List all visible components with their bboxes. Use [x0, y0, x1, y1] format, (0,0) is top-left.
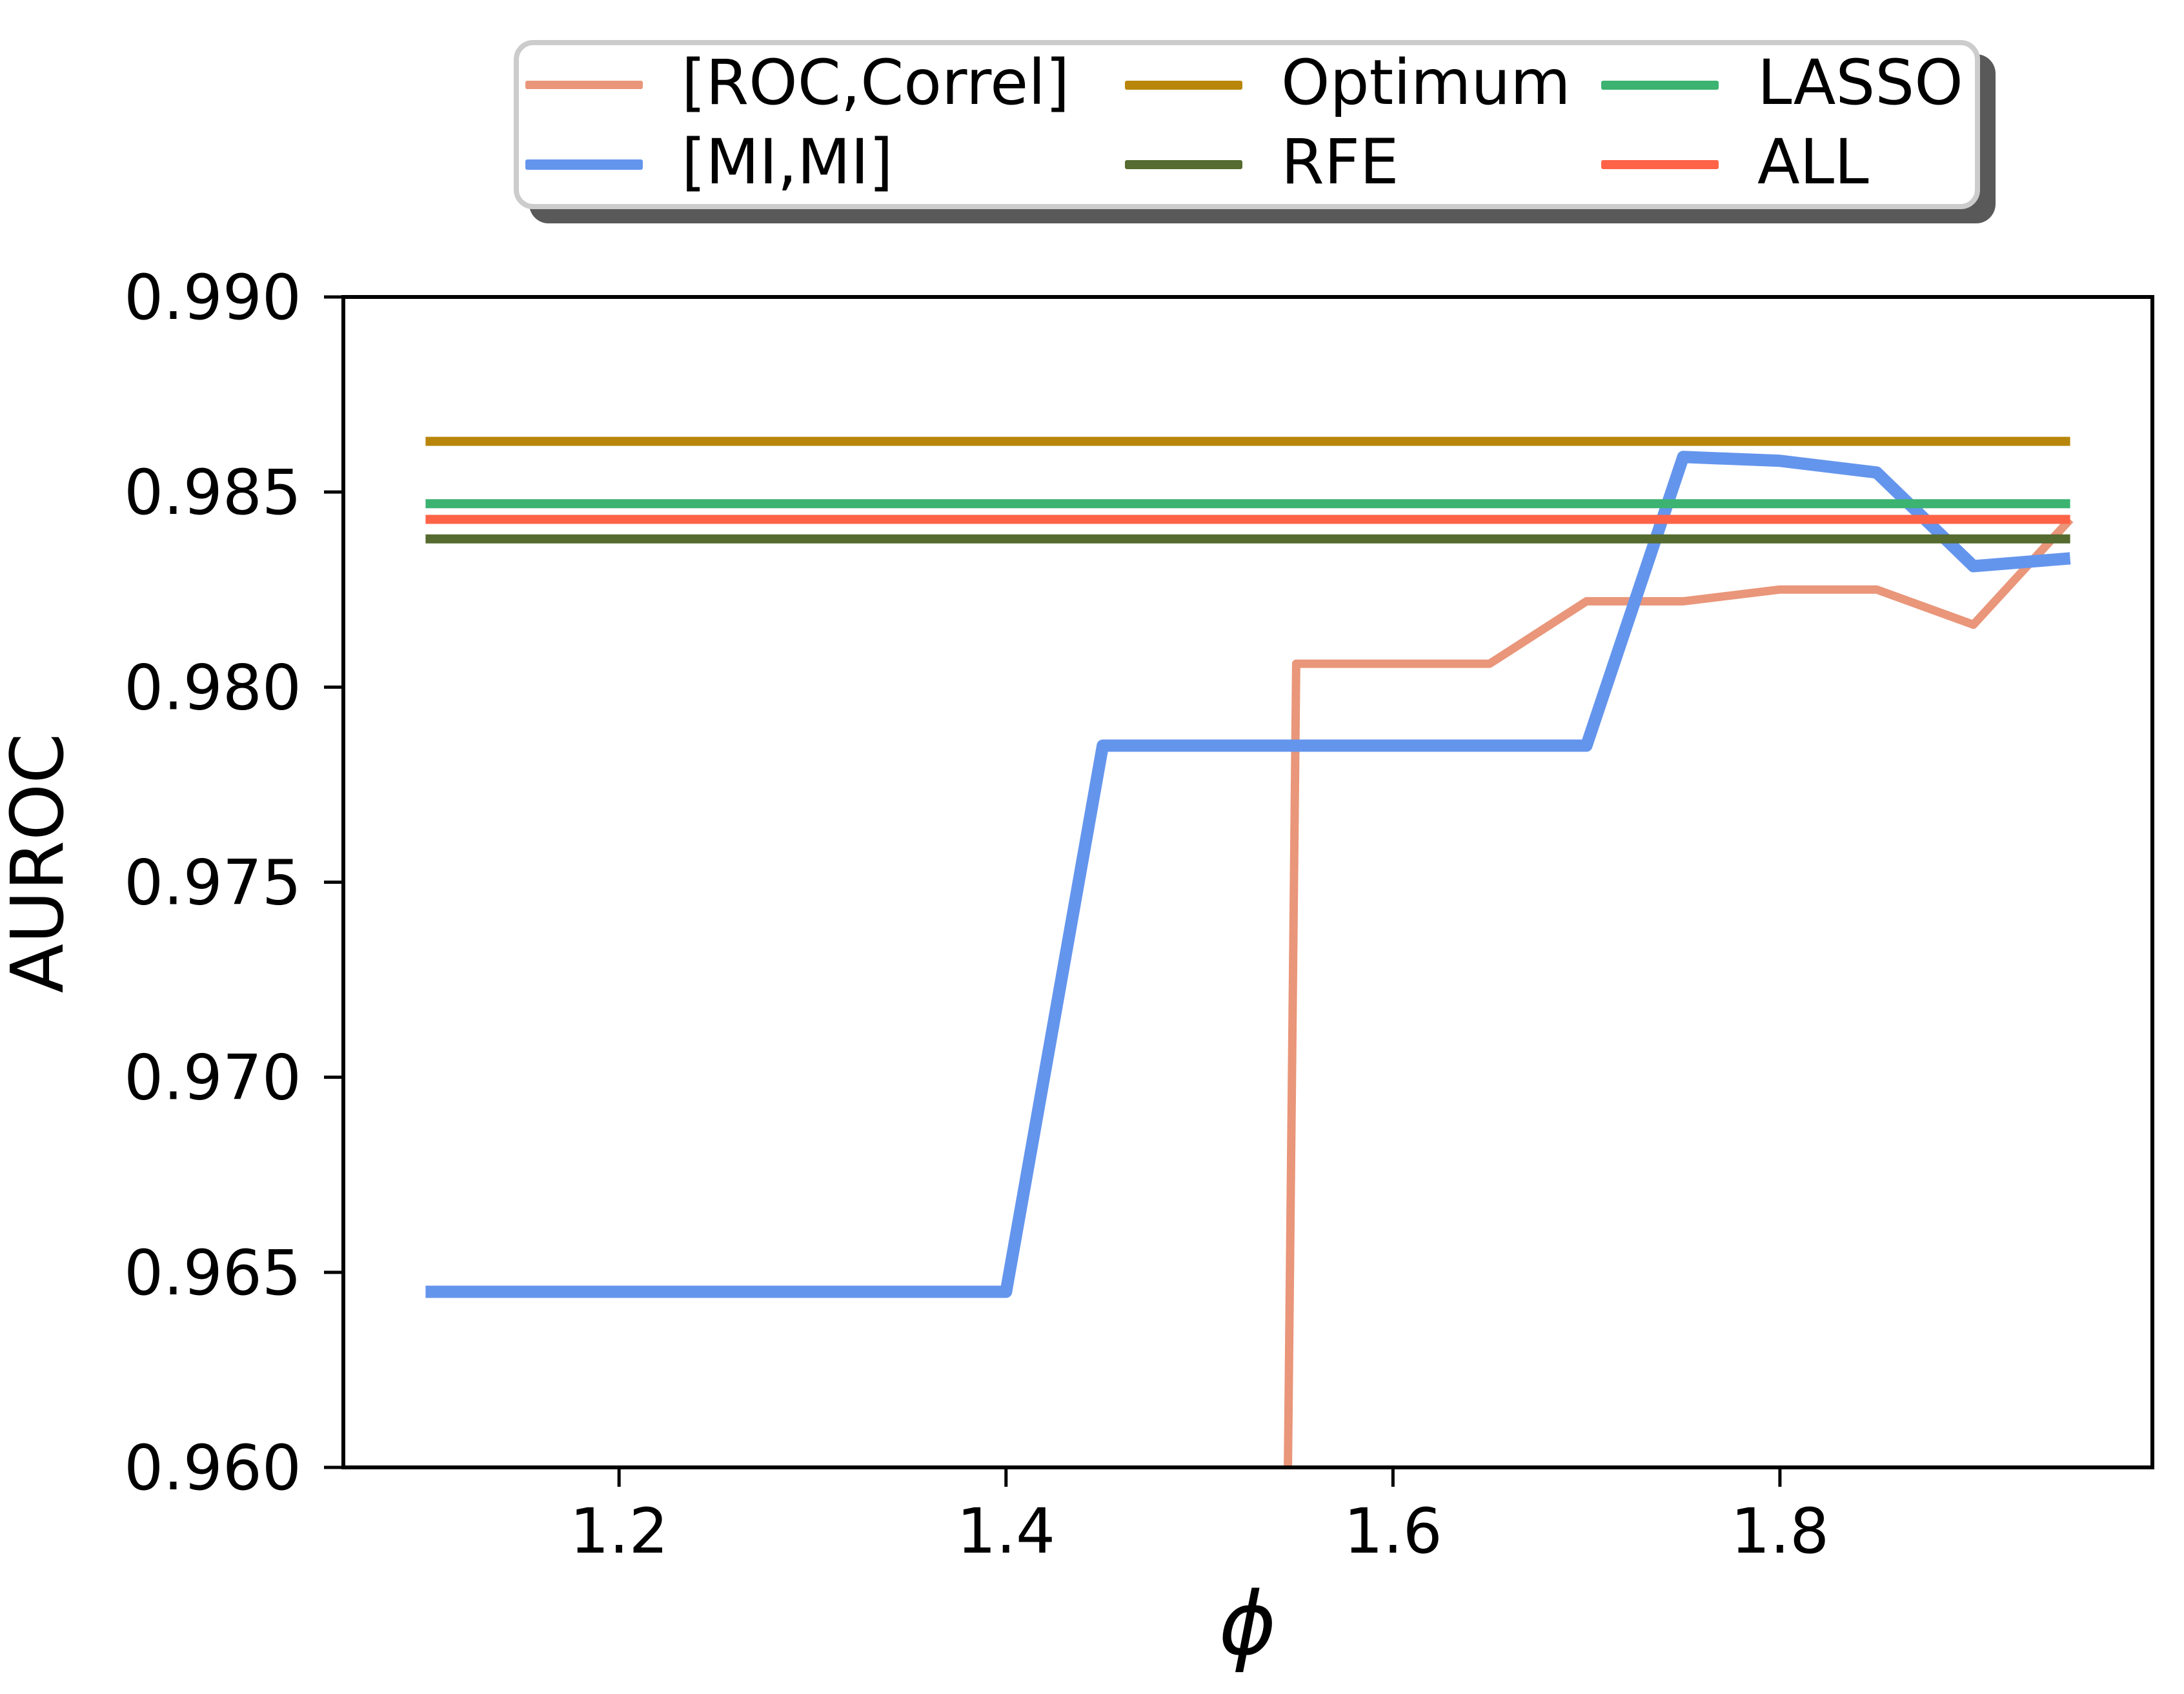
legend-label-roc-correl: [ROC,Correl] [682, 46, 1070, 119]
y-tick-label: 0.980 [124, 651, 301, 724]
y-tick-label: 0.990 [124, 261, 301, 334]
legend-entry-mi-mi: [MI,MI] [525, 125, 1125, 198]
legend-swatch-lasso-icon [1601, 80, 1719, 90]
series-line-roc-correl [1284, 516, 2074, 1467]
legend-label-optimum: Optimum [1281, 46, 1571, 119]
legend-label-all: ALL [1757, 125, 1869, 198]
axes-spines [341, 295, 2154, 1469]
legend-entry-rfe: RFE [1125, 125, 1601, 198]
y-tick-label: 0.985 [124, 456, 301, 529]
legend-entry-all: ALL [1601, 125, 1975, 198]
legend-label-lasso: LASSO [1757, 46, 1963, 119]
legend-label-mi-mi: [MI,MI] [682, 125, 893, 198]
x-tick-label: 1.8 [1731, 1495, 1830, 1567]
legend-swatch-mi-mi-icon [525, 159, 643, 170]
x-tick-label: 1.4 [956, 1495, 1055, 1567]
legend-entry-lasso: LASSO [1601, 46, 1975, 119]
x-tick-label: 1.6 [1344, 1495, 1442, 1567]
legend-label-rfe: RFE [1281, 125, 1399, 198]
series-line-mi-mi [425, 451, 2071, 1298]
legend-entry-optimum: Optimum [1125, 46, 1601, 119]
legend-entry-roc-correl: [ROC,Correl] [525, 46, 1125, 119]
y-tick-label: 0.965 [124, 1237, 301, 1309]
y-tick-label: 0.975 [124, 847, 301, 919]
y-axis-label: AUROC [0, 733, 80, 994]
legend-swatch-optimum-icon [1125, 80, 1242, 90]
x-tick-label: 1.2 [570, 1495, 669, 1567]
legend-swatch-all-icon [1601, 159, 1719, 169]
x-axis-label-phi: ϕ [1218, 1573, 1276, 1675]
y-tick-label: 0.970 [124, 1042, 301, 1114]
legend-swatch-roc-correl-icon [525, 81, 643, 89]
legend-swatch-rfe-icon [1125, 159, 1242, 169]
y-tick-label: 0.960 [124, 1432, 301, 1504]
